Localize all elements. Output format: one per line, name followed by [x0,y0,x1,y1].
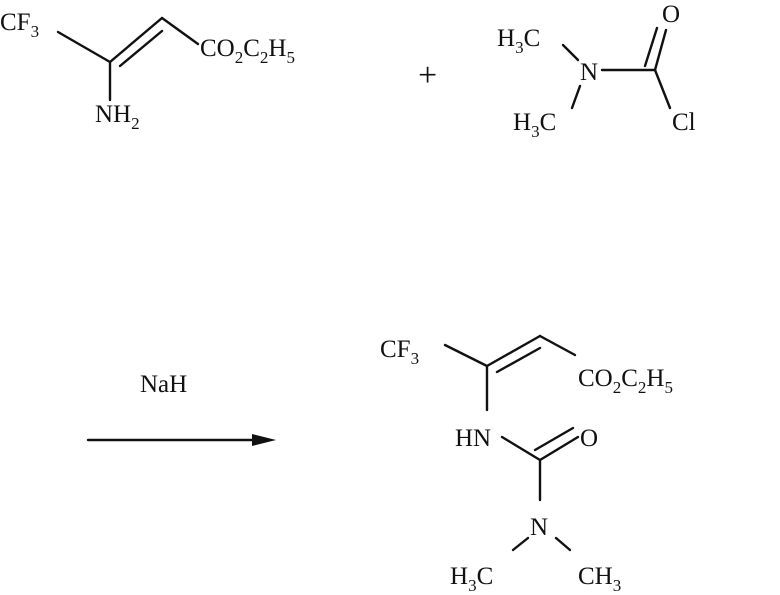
atom-text: N [580,59,598,86]
product: CF3 CO2C2H5 HN O N H3C CH3 [380,334,673,595]
nitrogen-label: N [530,514,548,541]
atom-text: C [540,109,557,136]
chlorine-label: Cl [672,109,696,136]
amine-label: NH2 [95,101,140,133]
atom-text: O [580,425,598,452]
subscript: 2 [638,378,647,397]
double-bond [485,334,542,368]
subscript: 3 [531,122,540,141]
oxygen-label: O [662,1,680,28]
double-bond [108,16,164,64]
atom-text: O [662,1,680,28]
atom-text: Cl [672,109,696,136]
bond [160,16,200,46]
subscript: 2 [260,48,269,67]
subscript: 3 [468,576,477,595]
atom-text: C [621,365,638,392]
bond [653,68,672,110]
double-bond [653,28,668,72]
bond [561,43,580,62]
methyl-left-label: H3C [450,563,493,595]
atom-text: CO [578,365,613,392]
cf3-label: CF3 [0,9,39,41]
cf3-label: CF3 [380,336,419,368]
atom-text: CH [578,563,613,590]
atom-text: H [450,563,468,590]
double-bond-inner [495,346,542,374]
bond [443,343,489,368]
methyl-bottom-label: H3C [513,109,556,141]
ester-label: CO2C2H5 [200,35,295,67]
subscript: 3 [31,22,40,41]
arrow-head [252,434,276,446]
atom-text: CF [0,9,31,36]
double-bond [538,435,580,462]
bond [570,84,582,110]
atom-text: C [524,25,541,52]
double-bond-inner [118,29,164,68]
atom-text: H [646,365,664,392]
subscript: 3 [515,38,524,57]
reactant-ethyl-aminocrotonate: CF3 CO2C2H5 NH2 [0,9,295,133]
bond [500,435,542,462]
atom-text: CF [380,336,411,363]
atom-text: CO [200,35,235,62]
atom-text: N [530,514,548,541]
atom-text: C [243,35,260,62]
bond [554,536,572,552]
plus-sign: + [418,57,437,94]
methyl-top-label: H3C [497,25,540,57]
subscript: 5 [664,378,673,397]
bond [511,536,530,552]
subscript: 2 [235,48,244,67]
nh-label: HN [455,425,491,452]
atom-text: C [477,563,494,590]
atom-text: H [497,25,515,52]
reaction-arrow [86,434,276,446]
subscript: 5 [286,48,295,67]
double-bond-inner [533,426,575,452]
atom-text: H [268,35,286,62]
double-bond-inner [643,26,659,68]
subscript: 2 [131,114,140,133]
subscript: 2 [613,378,622,397]
methyl-right-label: CH3 [578,563,621,595]
atom-text: H [513,109,531,136]
nitrogen-label: N [580,59,598,86]
oxygen-label: O [580,425,598,452]
atom-text: HN [455,425,491,452]
reactant-dimethylcarbamoyl-chloride: H3C N O Cl H3C [497,1,696,141]
subscript: 3 [613,576,622,595]
bond [56,30,112,64]
atom-text: NH [95,101,131,128]
reagent-label: NaH [140,371,187,398]
ester-label: CO2C2H5 [578,365,673,397]
subscript: 3 [411,349,420,368]
bond [538,334,577,357]
